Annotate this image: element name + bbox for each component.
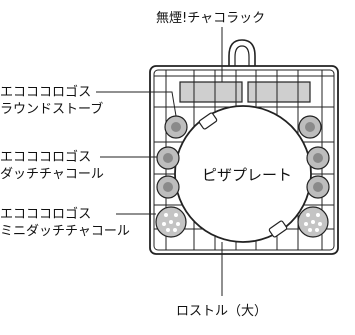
- bottom-label: ロストル（大）: [176, 304, 268, 319]
- callout-round-stove-line2: ラウンドストーブ: [0, 102, 104, 117]
- plate-clip-bottom: [268, 220, 288, 238]
- callout-lines: [96, 27, 223, 296]
- rack-handle: [228, 39, 256, 76]
- title-label: 無煙!チャコラック: [156, 11, 266, 26]
- callout-dutch-charcoal: エコココロゴス ダッチチャコール: [0, 149, 104, 183]
- dutch-charcoal-left-2: [156, 175, 180, 199]
- callout-round-stove: エコココロゴス ラウンドストーブ: [0, 84, 103, 118]
- callout-round-stove-line1: エコココロゴス: [0, 85, 92, 100]
- slot-right: [247, 81, 311, 103]
- dutch-charcoal-right-1: [306, 146, 330, 170]
- mini-dutch-charcoal-left: [155, 206, 187, 238]
- mini-dutch-charcoal-right: [297, 206, 329, 238]
- dutch-charcoal-right-2: [306, 175, 330, 199]
- slot-left: [179, 81, 243, 103]
- callout-dutch-charcoal-line1: エコココロゴス: [0, 150, 92, 165]
- callout-dutch-charcoal-line2: ダッチチャコール: [0, 167, 104, 182]
- pizza-plate-label: ピザプレート: [202, 166, 293, 184]
- pizza-plate: [174, 105, 312, 243]
- plate-clip-top: [198, 112, 218, 130]
- callout-mini-dutch-charcoal: エコココロゴス ミニダッチチャコール: [0, 206, 130, 240]
- callout-mini-dutch-charcoal-line1: エコココロゴス: [0, 207, 92, 222]
- round-stove-left: [164, 115, 188, 139]
- callout-mini-dutch-charcoal-line2: ミニダッチチャコール: [0, 224, 130, 239]
- round-stove-right: [298, 115, 322, 139]
- dutch-charcoal-left-1: [156, 146, 180, 170]
